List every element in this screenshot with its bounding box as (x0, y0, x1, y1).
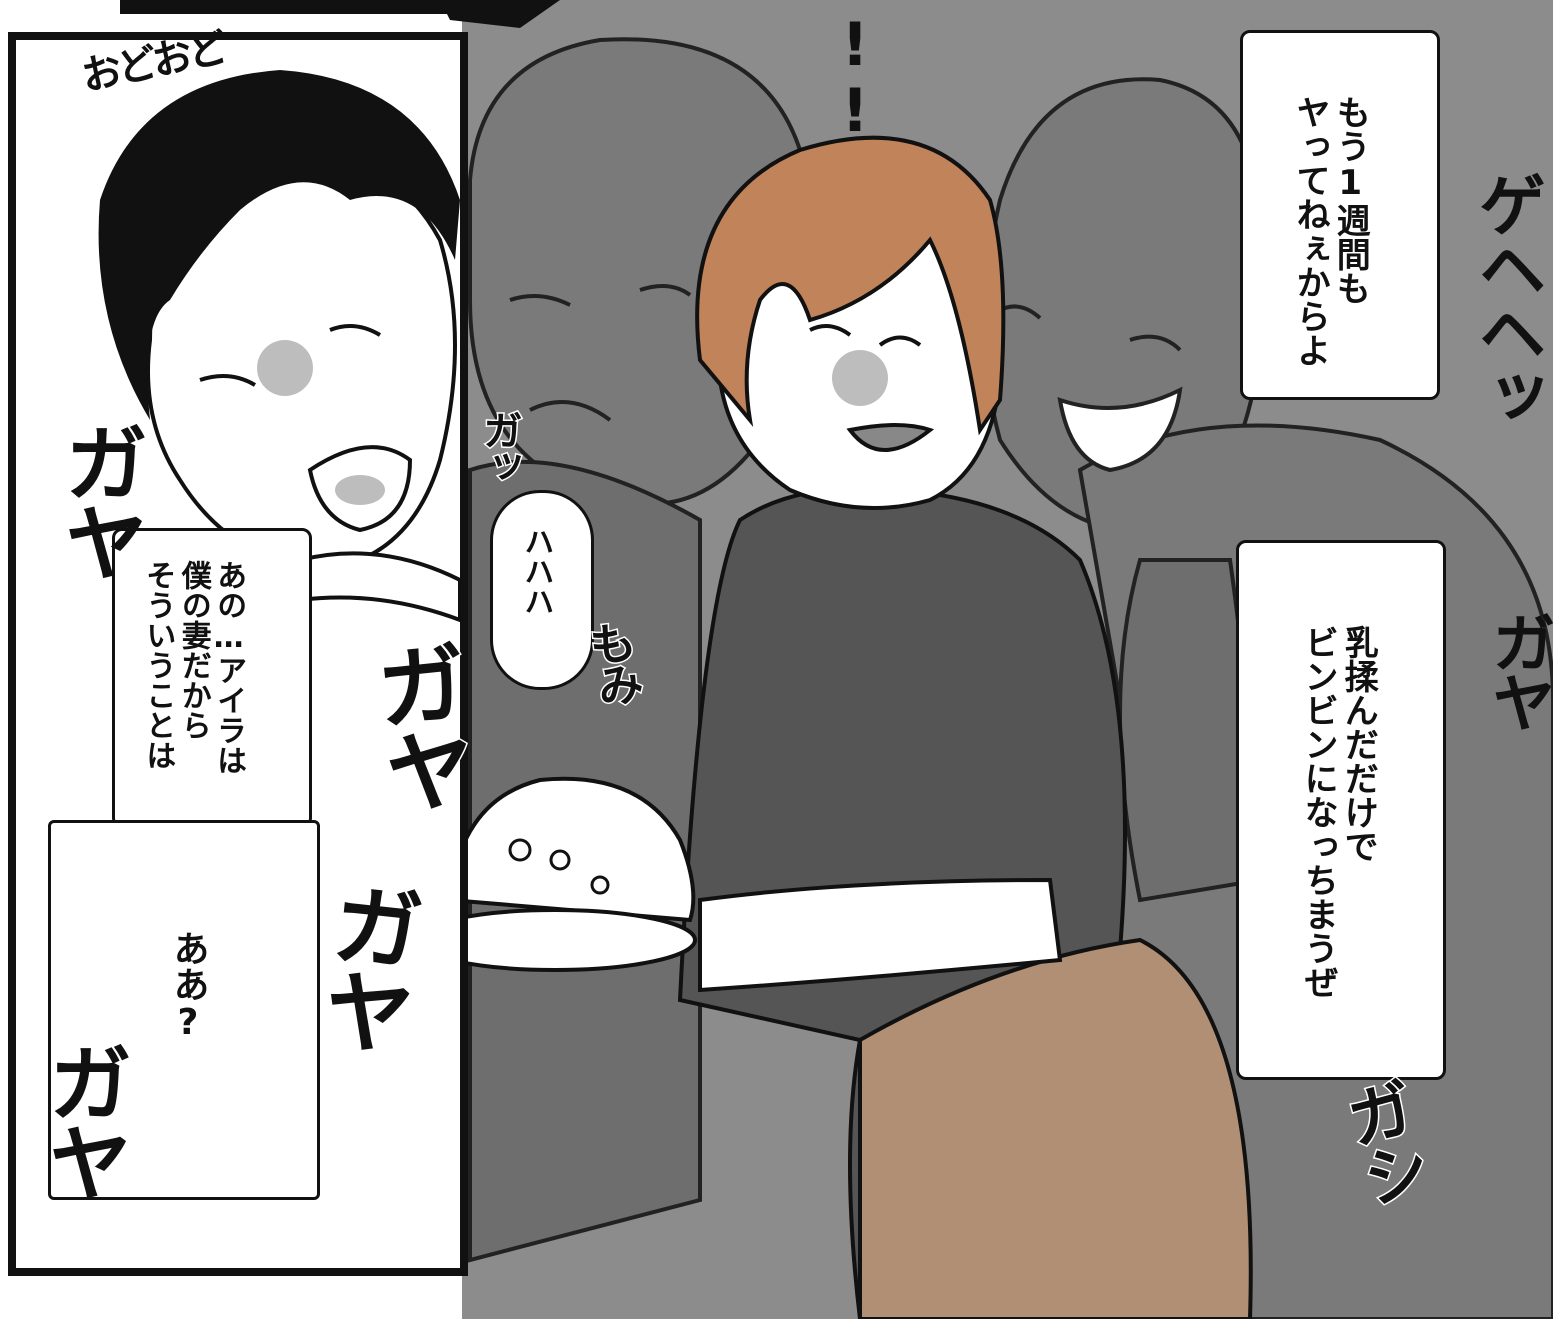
woman-figure (677, 135, 1253, 1319)
woman-laugh-text: ハハハ (518, 526, 554, 616)
speech-bubble-thug-week (1240, 30, 1440, 400)
sfx-momi: もみ (578, 614, 649, 709)
sfx-shock-marks: !! (820, 10, 890, 142)
top-panel-edge (120, 0, 470, 14)
sfx-gaya-left: ガヤ (51, 420, 149, 580)
sfx-gaya-right: ガヤ (1481, 610, 1553, 730)
husband-figure (98, 70, 462, 623)
husband-pleading-text: あの…アイラは 僕の妻だから そういうことは (140, 560, 247, 775)
thug-grope-text: 乳揉んだだけで ビンビンになっちまうぜ (1298, 625, 1379, 999)
thug-week-text: もう1週間も ヤってねぇからよ (1290, 95, 1371, 367)
speech-bubble-husband (112, 528, 312, 828)
sfx-gaya-center-1: ガヤ (355, 633, 480, 818)
fried-rice-plate (413, 776, 697, 972)
speech-bubble-angry (48, 820, 320, 1200)
top-shock-marks (440, 0, 560, 28)
husband-angry-text: ああ? (167, 930, 209, 1043)
sfx-gaya-bottom-left: ガヤ (35, 1040, 133, 1200)
speech-bubble-laugh (490, 490, 594, 690)
sfx-gaya-center-2: ガヤ (303, 874, 428, 1059)
sfx-gatsu: ガッ (475, 409, 524, 484)
sfx-gehehe: ゲヘヘッ (1466, 170, 1545, 426)
speech-bubble-thug-grope (1236, 540, 1446, 1080)
